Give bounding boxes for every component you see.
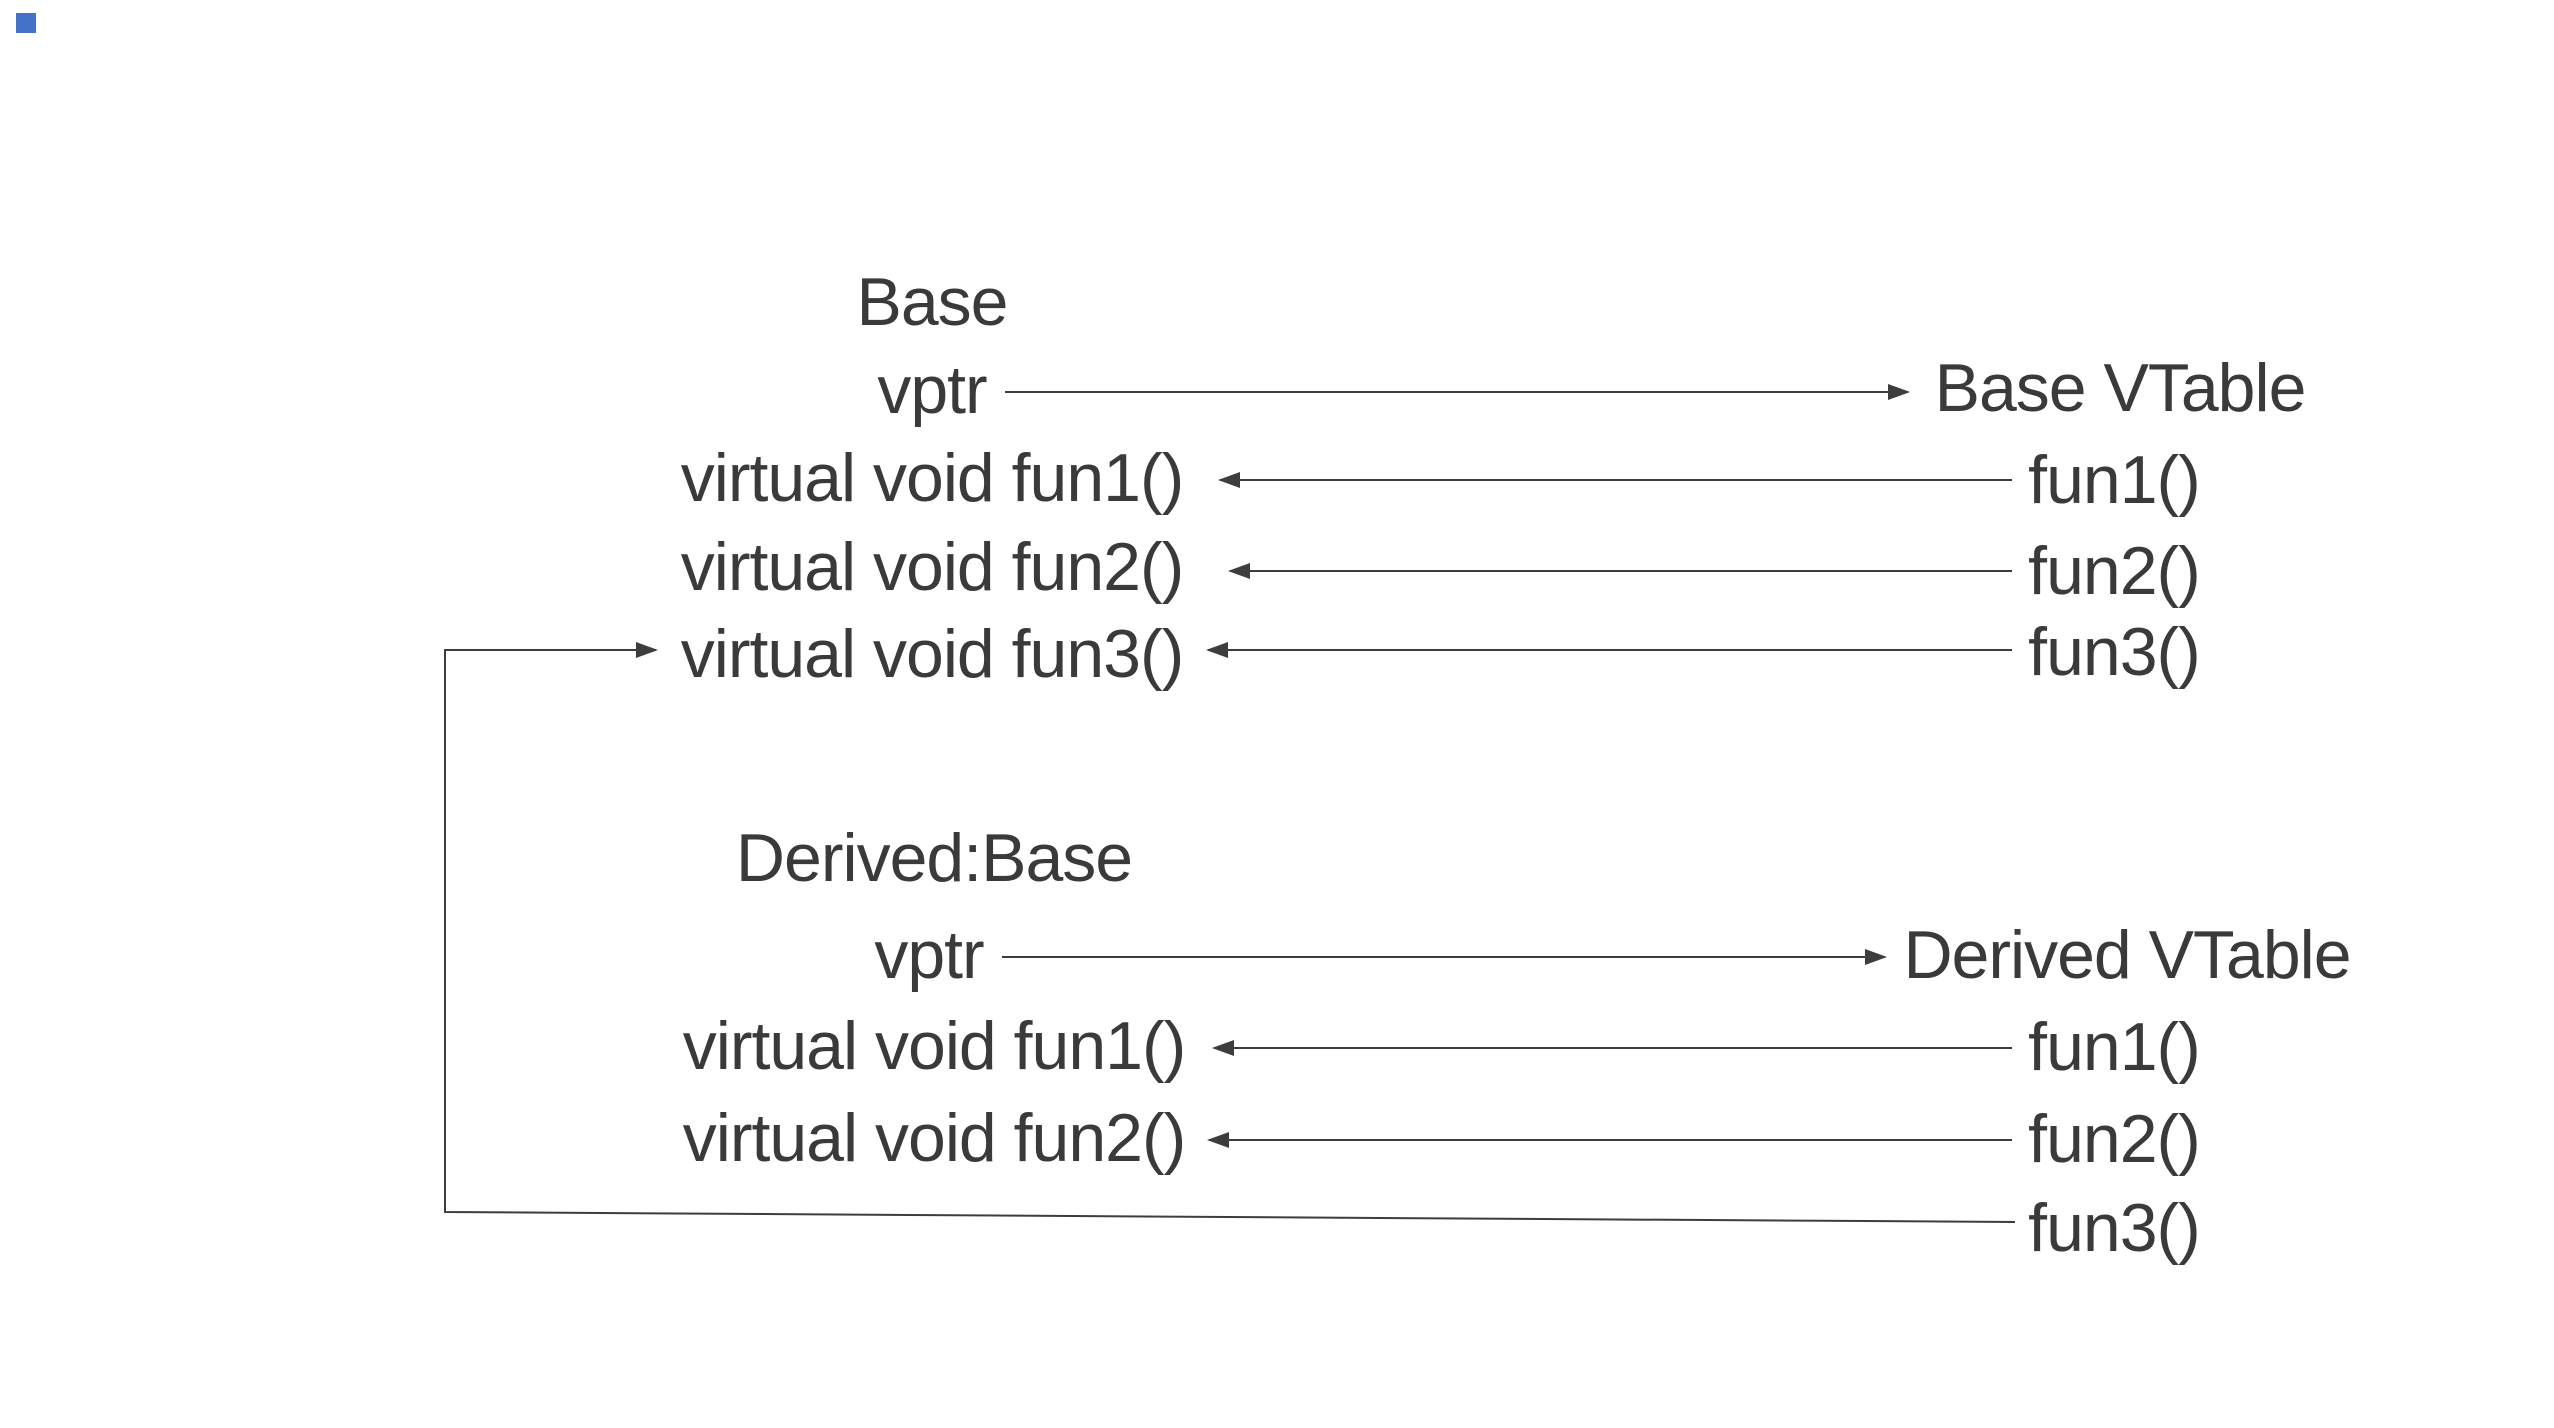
base-vtable-entry-fun2: fun2() — [2028, 533, 2201, 609]
derived-vtable-title: Derived VTable — [1903, 917, 2351, 993]
base-class-vptr: vptr — [877, 352, 987, 428]
base-vtable-title: Base VTable — [1934, 350, 2307, 426]
arrow-derived-vtable-fun3-to-base-fun3 — [444, 642, 2016, 1223]
derived-vtable-entry-fun3: fun3() — [2028, 1190, 2201, 1266]
base-class-method-fun3: virtual void fun3() — [680, 616, 1185, 692]
base-class-method-fun2: virtual void fun2() — [680, 529, 1185, 605]
derived-class-title: Derived:Base — [735, 820, 1133, 896]
derived-class-vptr: vptr — [874, 917, 984, 993]
base-class-method-fun1: virtual void fun1() — [680, 440, 1185, 516]
derived-vtable-entry-fun2: fun2() — [2028, 1101, 2201, 1177]
base-class-title: Base — [856, 264, 1009, 340]
derived-class-method-fun1: virtual void fun1() — [682, 1008, 1187, 1084]
slide-corner-mark — [16, 13, 36, 33]
base-vtable-entry-fun3: fun3() — [2028, 614, 2201, 690]
derived-class-method-fun2: virtual void fun2() — [682, 1100, 1187, 1176]
derived-vtable-entry-fun1: fun1() — [2028, 1009, 2201, 1085]
base-vtable-entry-fun1: fun1() — [2028, 442, 2201, 518]
